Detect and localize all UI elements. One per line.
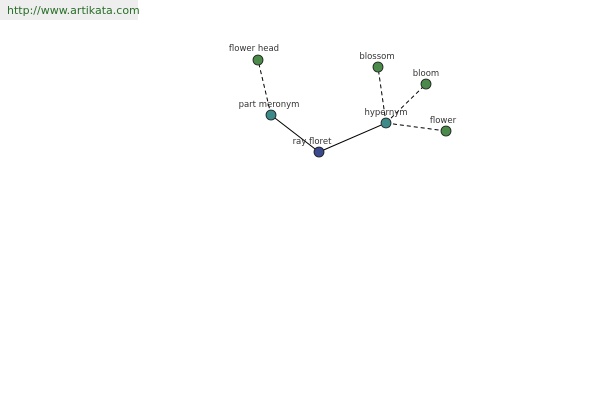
edge-ray-floret-to-hypernym: [318, 122, 387, 153]
node-label-flower[interactable]: flower: [430, 116, 457, 126]
edge-part-meronym-to-flower-head: [257, 59, 272, 116]
node-marker-ray-floret[interactable]: [313, 146, 325, 158]
site-link[interactable]: http://www.artikata.com: [7, 4, 140, 17]
node-marker-flower[interactable]: [440, 125, 452, 137]
node-ray-floret[interactable]: ray floret: [293, 137, 333, 158]
node-flower[interactable]: flower: [430, 116, 457, 137]
node-label-flower-head[interactable]: flower head: [229, 44, 279, 54]
node-bloom[interactable]: bloom: [413, 69, 439, 90]
node-marker-flower-head[interactable]: [252, 54, 264, 66]
edge-hypernym-to-bloom: [385, 83, 427, 124]
node-label-blossom[interactable]: blossom: [359, 52, 394, 62]
nodes-layer: ray floret part meronym hypernym flower hea…: [229, 44, 457, 158]
node-part-meronym[interactable]: part meronym: [239, 100, 300, 121]
node-label-hypernym[interactable]: hypernym: [364, 108, 407, 118]
node-marker-bloom[interactable]: [420, 78, 432, 90]
edges-layer: [257, 59, 447, 153]
edge-hypernym-to-flower: [385, 122, 447, 132]
node-marker-hypernym[interactable]: [380, 117, 392, 129]
edge-hypernym-to-blossom: [377, 66, 387, 124]
node-label-ray-floret[interactable]: ray floret: [293, 137, 333, 147]
node-label-part-meronym[interactable]: part meronym: [239, 100, 300, 110]
node-marker-blossom[interactable]: [372, 61, 384, 73]
node-marker-part-meronym[interactable]: [265, 109, 277, 121]
node-label-bloom[interactable]: bloom: [413, 69, 439, 79]
node-hypernym[interactable]: hypernym: [364, 108, 408, 129]
edge-ray-floret-to-part-meronym: [270, 114, 320, 153]
header-bar: http://www.artikata.com: [0, 0, 140, 20]
node-flower-head[interactable]: flower head: [229, 44, 279, 66]
node-blossom[interactable]: blossom: [359, 52, 395, 73]
